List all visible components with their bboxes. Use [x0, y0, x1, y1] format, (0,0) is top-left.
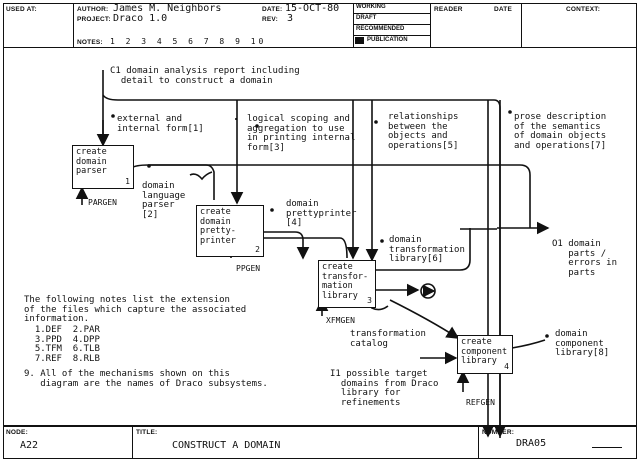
label-domain-language-parser: domain language parser [2] [142, 181, 186, 220]
node-label: NODE: [6, 429, 28, 436]
context-label: CONTEXT: [566, 6, 601, 13]
diagram-frame [3, 48, 637, 426]
date-value: 15-OCT-80 [285, 3, 340, 14]
label-i1-target-domains: I1 possible target domains from Draco li… [330, 369, 439, 408]
control-logical-scoping: logical scoping and aggregation to use i… [247, 114, 356, 153]
number-rule [592, 447, 622, 448]
status-working: WORKING [356, 4, 386, 10]
label-domain-transformation-library: domain transformation library[6] [389, 235, 465, 264]
number-value: DRA05 [516, 438, 547, 449]
box-create-domain-prettyprinter: create domain pretty- printer 2 [196, 205, 264, 257]
notes-label: NOTES: [77, 39, 103, 46]
file-extension-notes: 1.DEF 2.PAR 3.PPD 4.DPP 5.TFM 6.TLB 7.RE… [34, 325, 100, 364]
output-o1-label: O1 domain parts / errors in parts [552, 239, 618, 278]
project-label: PROJECT: [77, 16, 111, 23]
label-domain-prettyprinter: domain prettyprinter [4] [286, 199, 357, 228]
title-label: TITLE: [136, 429, 158, 436]
rev-label: REV: [262, 16, 278, 23]
node-value: A22 [20, 440, 39, 451]
input-c1-label: C1 domain analysis report including deta… [110, 66, 300, 86]
mech-pargen: PARGEN [88, 198, 117, 207]
date-label: DATE: [262, 6, 283, 13]
publication-checkbox-icon [355, 37, 364, 44]
box-create-transformation-library: create transfor- mation library 3 [318, 260, 376, 308]
mech-xfmgen: XFMGEN [326, 316, 355, 325]
label-transformation-catalog: transformation catalog [350, 329, 426, 349]
mech-refgen: REFGEN [466, 398, 495, 407]
reader-date-label: DATE [494, 6, 513, 13]
label-domain-component-library: domain component library[8] [555, 329, 610, 358]
box-create-component-library: create component library 4 [457, 335, 513, 374]
used-at-label: USED AT: [6, 6, 37, 13]
note-9: 9. All of the mechanisms shown on this d… [24, 369, 268, 389]
control-relationships: relationships between the objects and op… [388, 112, 459, 151]
notes-intro: The following notes list the extension o… [24, 295, 247, 324]
box-create-domain-parser: create domain parser 1 [72, 145, 134, 189]
footer-frame [3, 426, 637, 459]
header-frame [3, 3, 637, 48]
author-value: James M. Neighbors [113, 3, 222, 14]
notes-value: 1 2 3 4 5 6 7 8 9 10 [110, 37, 267, 46]
author-label: AUTHOR: [77, 6, 109, 13]
mech-ppgen: PPGEN [236, 264, 261, 273]
reader-label: READER [434, 6, 463, 13]
title-value: CONSTRUCT A DOMAIN [172, 440, 281, 451]
control-prose-description: prose description of the semantics of do… [514, 112, 607, 151]
number-label: NUMBER: [482, 429, 515, 436]
rev-value: 3 [287, 13, 294, 24]
control-external-internal-form: external and internal form[1] [117, 114, 204, 134]
project-value: Draco 1.0 [113, 13, 168, 24]
